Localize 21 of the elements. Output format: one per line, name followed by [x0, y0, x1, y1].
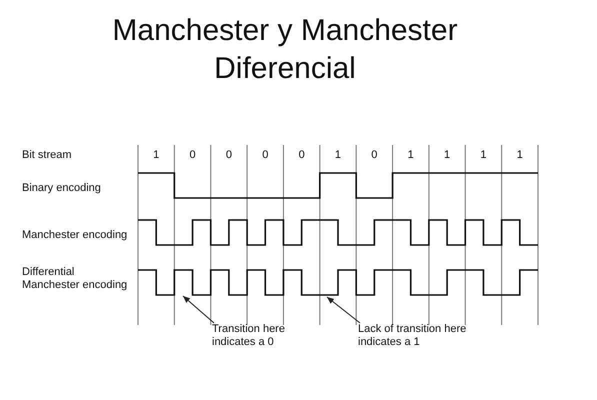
bit-value: 0	[370, 149, 378, 161]
title: Manchester y Manchester Diferencial	[111, 13, 459, 87]
bit-value: 1	[406, 149, 415, 161]
leader-line	[182, 296, 214, 324]
row-label: Differential Manchester encoding	[22, 266, 128, 292]
bit-value: 0	[224, 149, 233, 161]
leader-line	[326, 296, 360, 324]
bit-value: 0	[188, 149, 197, 161]
row-label: Bit stream	[22, 149, 73, 162]
differential-manchester-waveform	[138, 269, 538, 296]
bit-value: 0	[298, 149, 306, 161]
bit-value: 0	[261, 149, 270, 161]
bit-value: 1	[443, 149, 452, 161]
callout-text: Lack of transition here indicates a 1	[358, 323, 488, 349]
callout-text: Transition here indicates a 0	[212, 323, 312, 349]
bit-value: 1	[152, 149, 160, 161]
bit-value: 1	[516, 149, 524, 161]
row-label: Manchester encoding	[22, 229, 128, 242]
bit-value: 1	[334, 149, 342, 161]
row-label: Binary encoding	[22, 182, 102, 195]
bit-value: 1	[479, 149, 488, 161]
